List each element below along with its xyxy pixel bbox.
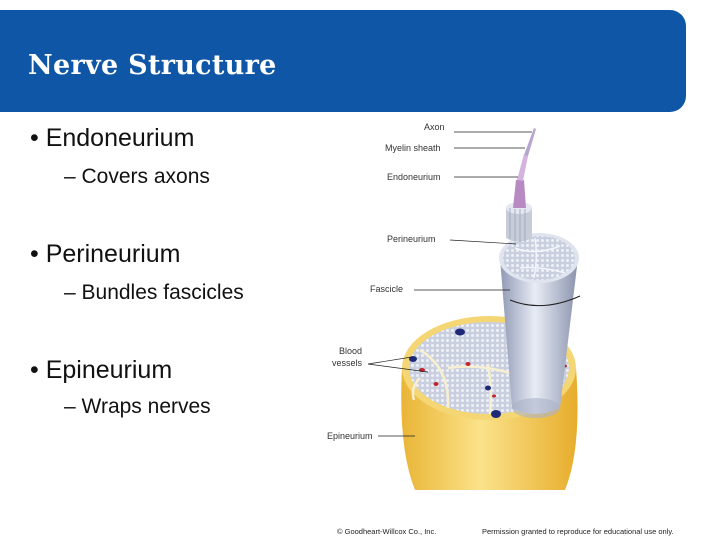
label-endoneurium: Endoneurium [387, 172, 441, 182]
label-axon: Axon [424, 122, 445, 132]
bullet-endoneurium: • Endoneurium [30, 124, 195, 152]
sub-bullet-covers-axons: – Covers axons [64, 165, 210, 188]
nerve-structure-figure: Axon Myelin sheath Endoneurium Perineuri… [320, 118, 590, 498]
slide-title: Nerve Structure [28, 50, 277, 81]
sub-bullet-bundles-fascicles: – Bundles fascicles [64, 281, 244, 304]
permission-notice: Permission granted to reproduce for educ… [482, 527, 674, 536]
label-vessels: vessels [332, 358, 363, 368]
copyright-credit: © Goodheart-Willcox Co., Inc. [337, 527, 437, 536]
nerve-diagram: Axon Myelin sheath Endoneurium Perineuri… [327, 122, 581, 490]
sub-bullet-wraps-nerves: – Wraps nerves [64, 395, 211, 418]
label-myelin-sheath: Myelin sheath [385, 143, 441, 153]
axon-bundle [506, 128, 536, 242]
title-bar: Nerve Structure [0, 10, 686, 112]
label-fascicle: Fascicle [370, 284, 403, 294]
label-epineurium: Epineurium [327, 431, 373, 441]
label-perineurium: Perineurium [387, 234, 436, 244]
label-blood: Blood [339, 346, 362, 356]
fascicle-tube [499, 233, 581, 418]
bullet-perineurium: • Perineurium [30, 240, 181, 268]
bullet-epineurium: • Epineurium [30, 356, 173, 384]
